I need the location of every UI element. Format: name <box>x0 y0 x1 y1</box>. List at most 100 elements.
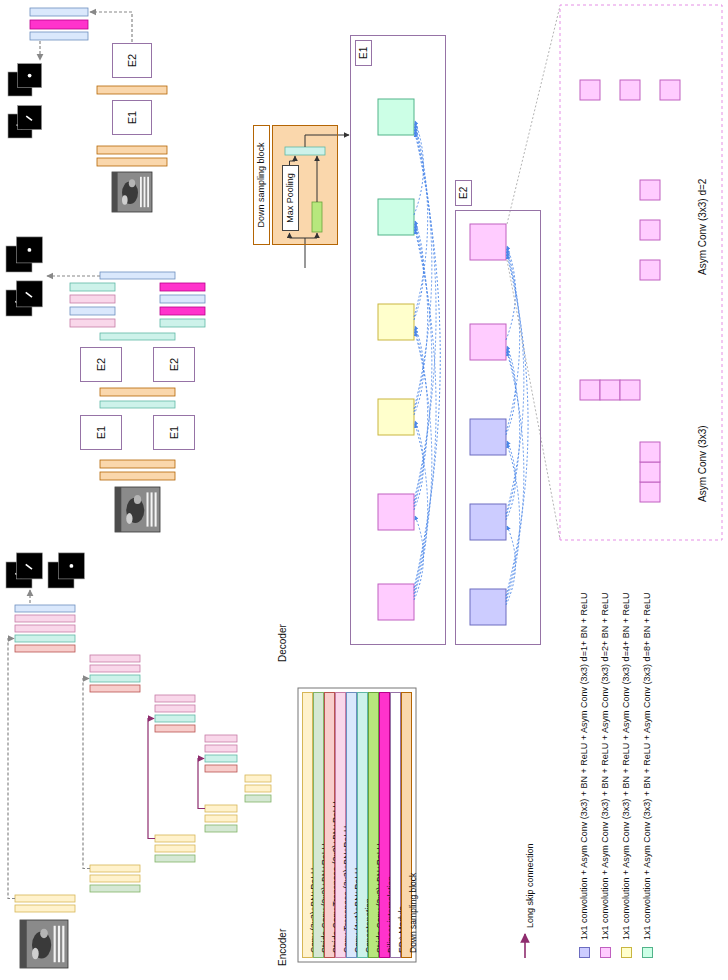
conv-unit-part <box>378 494 414 530</box>
legend-entry: 1x1 convolution + Asym Conv (3x3) + BN +… <box>578 593 590 958</box>
dense-arrow <box>414 326 423 415</box>
stride-conv-bar <box>312 202 322 232</box>
label-holder: Asym Conv (3x3) <box>692 425 710 502</box>
unet-layer-part <box>155 845 195 852</box>
output-arrow <box>29 590 30 603</box>
down-sampling-block: Down sampling blockMax Pooling <box>272 125 338 245</box>
legend-swatch: Stride Conv (2x2)+BN+ReLU <box>313 692 324 958</box>
figure-label: Asym Conv (3x3) d=2 <box>697 179 709 275</box>
network-layer-part <box>160 295 205 303</box>
unet-layer-part <box>90 675 140 682</box>
unet-layer-part <box>90 655 140 662</box>
dense-arrow <box>414 224 428 412</box>
network-layer-part <box>97 146 167 154</box>
eda-module-box: E2 <box>112 43 152 78</box>
asym-kernel-part <box>660 80 680 100</box>
network-layer-part <box>70 319 115 327</box>
unet-layer-part <box>90 685 140 692</box>
unet-layer-part <box>155 695 195 702</box>
legend-text: 1x1 convolution + Asym Conv (3x3) + BN +… <box>599 593 611 940</box>
unet-layer-part <box>155 715 195 722</box>
asym-kernel-part <box>620 380 640 400</box>
dense-arrow <box>506 349 520 517</box>
skip-connection <box>148 719 155 839</box>
legend-entry: 1x1 convolution + Asym Conv (3x3) + BN +… <box>641 593 653 958</box>
zoom-leader <box>507 6 560 224</box>
legend-text: 1x1 convolution + Asym Conv (3x3) + BN +… <box>578 593 590 940</box>
unet-layer-part <box>90 885 140 892</box>
unet-layer-part <box>15 895 75 902</box>
dense-arrow <box>414 221 423 320</box>
output-mask <box>48 553 84 588</box>
unet-layer-part <box>205 805 237 812</box>
unet-layer <box>15 605 271 912</box>
dense-arrow <box>414 424 428 597</box>
conv-unit-part <box>378 304 414 340</box>
output-arrow <box>39 41 40 60</box>
conv-unit-part <box>378 99 414 135</box>
legend-swatch: Conv (3x3)+BN+ReLU <box>302 692 313 958</box>
unet-layer-part <box>90 865 140 872</box>
eda-module-box: E1 <box>153 415 195 450</box>
unet-layer-part <box>15 635 75 642</box>
asym-kernel-part <box>620 80 640 100</box>
legend-entry: Long skip connection <box>519 843 537 928</box>
legend-entry: 1x1 convolution + Asym Conv (3x3) + BN +… <box>620 593 632 958</box>
dense-arrow <box>506 249 520 432</box>
unet-layer-part <box>90 665 140 672</box>
asym-kernel <box>580 80 680 502</box>
network-layer-part <box>30 32 88 40</box>
box-heading: E1 <box>355 40 372 66</box>
input-photo <box>112 172 152 212</box>
input-photo <box>20 920 68 968</box>
label-holder: Asym Conv (3x3) d=2 <box>692 179 710 275</box>
box-label: E2 <box>127 54 138 67</box>
dense-connections <box>414 121 440 600</box>
legend-swatch <box>600 947 611 958</box>
conv-unit-part <box>470 504 506 540</box>
network-layer-part <box>70 283 115 291</box>
dense-arrow <box>506 444 520 602</box>
box-label: E1 <box>127 111 138 124</box>
label-holder: Decoder <box>272 624 290 662</box>
conv-unit-part <box>378 584 414 620</box>
max-pooling-box: Max Pooling <box>282 165 299 231</box>
asym-kernel-part <box>640 180 660 200</box>
legend-text: Long skip connection <box>524 843 536 928</box>
legend-swatch: Stride Conv (3x3)+BN+ReLU <box>368 692 379 958</box>
network-layer <box>30 8 167 166</box>
unet-layer-part <box>15 625 75 632</box>
box-label: E1 <box>169 426 180 439</box>
box-label: E2 <box>96 358 107 371</box>
box-heading: E2 <box>455 180 472 206</box>
conv-unit-part <box>470 419 506 455</box>
dense-arrow <box>414 130 436 501</box>
legend-entry: 1x1 convolution + Asym Conv (3x3) + BN +… <box>599 593 611 958</box>
network-layer-part <box>100 388 175 396</box>
eda-module-box: E2 <box>80 347 122 382</box>
conv-unit <box>378 99 414 620</box>
flow-line <box>317 156 318 202</box>
box-label: Max Pooling <box>285 173 296 223</box>
output-mask <box>6 281 42 316</box>
eda-module-box: E2 <box>153 347 195 382</box>
dense-arrow <box>414 124 428 317</box>
network-layer-part <box>100 460 175 468</box>
figure-label: Encoder <box>277 929 289 966</box>
network-layer-part <box>100 401 175 408</box>
unet-layer-part <box>155 705 195 712</box>
unet-layer-part <box>205 815 237 822</box>
unet-layer-part <box>245 795 271 802</box>
asym-kernel-part <box>640 482 660 502</box>
legend-swatch: EDA Module <box>390 692 401 958</box>
network-layer-part <box>160 307 205 315</box>
flow-line <box>305 238 306 268</box>
legend-swatch: Conv (1x1)+BN+ReLU <box>346 692 357 958</box>
legend-swatch <box>621 947 632 958</box>
unet-layer-part <box>155 835 195 842</box>
conv-unit-part <box>378 199 414 235</box>
unet-layer-part <box>205 745 237 752</box>
conv-unit <box>470 224 506 625</box>
asym-kernel-part <box>640 220 660 240</box>
legend-frame <box>298 688 416 962</box>
